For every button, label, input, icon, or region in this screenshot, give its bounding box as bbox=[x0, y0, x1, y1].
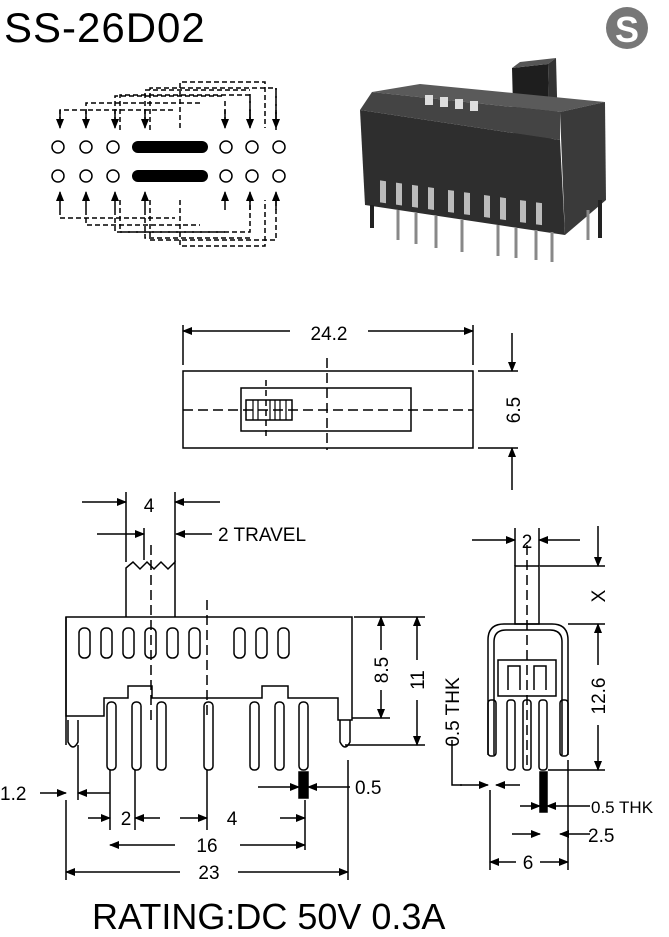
dim-end-height: 12.6 bbox=[589, 678, 610, 715]
rating-text: RATING:DC 50V 0.3A bbox=[92, 896, 445, 937]
dim-frame-thickness-right: 0.5 THK bbox=[591, 798, 654, 817]
logo-letter: S bbox=[615, 9, 639, 50]
dim-knob-width: 4 bbox=[144, 496, 155, 517]
end-view bbox=[451, 526, 605, 870]
top-view bbox=[182, 325, 518, 490]
dim-pin-offset: 1.2 bbox=[0, 784, 26, 805]
dim-knob-height: X bbox=[589, 589, 610, 602]
side-view bbox=[40, 492, 425, 880]
dim-travel: 2 TRAVEL bbox=[218, 525, 306, 546]
dim-total-height: 11 bbox=[408, 670, 429, 690]
dim-frame-thickness-left: 0.5 THK bbox=[443, 677, 464, 747]
circuit-schematic bbox=[51, 81, 286, 247]
dim-body-height: 8.5 bbox=[372, 657, 393, 683]
dim-length: 24.2 bbox=[311, 324, 348, 345]
dim-pitch: 2 bbox=[121, 809, 132, 830]
model-title: SS-26D02 bbox=[4, 4, 206, 51]
dim-pin-thickness: 0.5 bbox=[355, 778, 381, 799]
brand-logo: S bbox=[606, 7, 648, 50]
dim-body-length: 23 bbox=[198, 863, 219, 884]
product-3d-illustration bbox=[360, 58, 606, 262]
dim-pitch-group: 4 bbox=[227, 809, 238, 830]
dim-end-knob-width: 2 bbox=[522, 532, 533, 553]
dim-end-pin-offset: 2.5 bbox=[588, 826, 614, 847]
contact-bars bbox=[132, 141, 208, 182]
dim-pin-span: 16 bbox=[196, 836, 217, 857]
dim-width: 6.5 bbox=[504, 397, 525, 423]
dim-end-pin-span: 6 bbox=[523, 853, 534, 874]
